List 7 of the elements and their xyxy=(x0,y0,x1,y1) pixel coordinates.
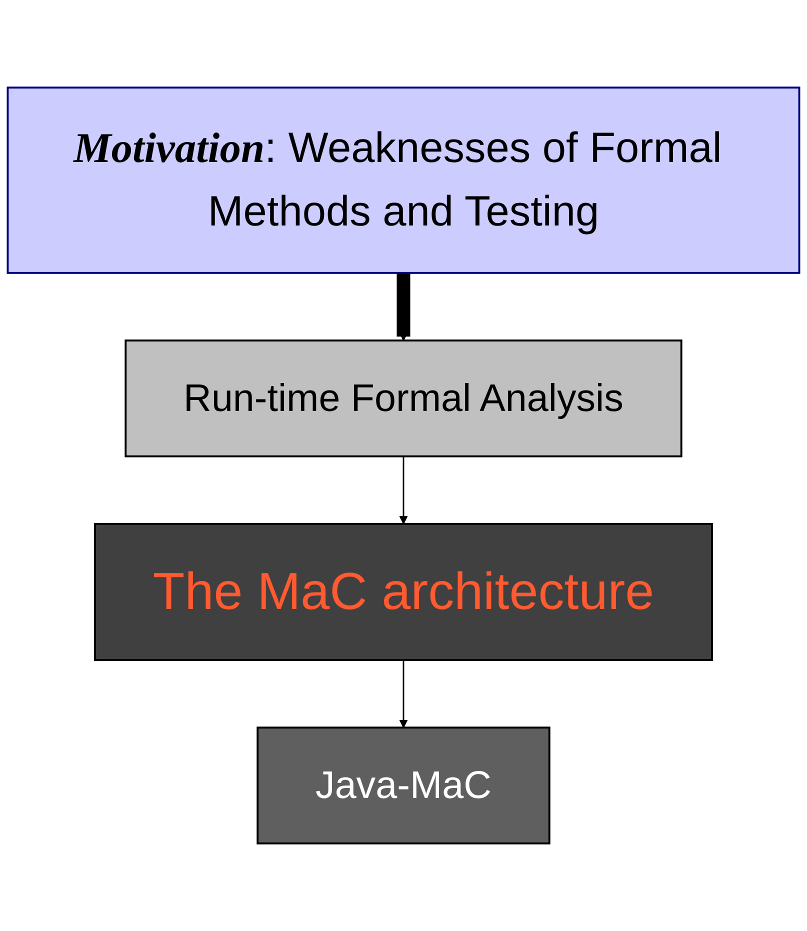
arrow xyxy=(396,272,410,341)
node-box: Run-time Formal Analysis xyxy=(124,340,682,458)
arrow xyxy=(399,456,408,524)
node-box: Motivation: Weaknesses of Formal Methods and Testing xyxy=(6,86,800,274)
arrow xyxy=(399,660,408,728)
node-box: Java-MaC xyxy=(256,726,550,844)
node-box: The MaC architecture xyxy=(94,522,713,661)
